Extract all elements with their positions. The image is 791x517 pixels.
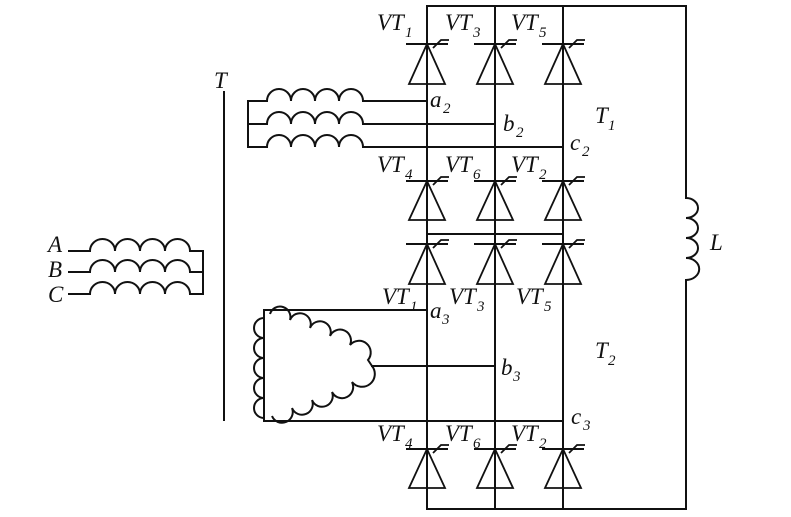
label-vt3-bridge2: VT 3 [449, 284, 485, 315]
svg-text:4: 4 [405, 436, 413, 452]
svg-text:VT: VT [449, 284, 478, 309]
secondary-winding-star [247, 88, 366, 148]
svg-text:c: c [570, 130, 580, 155]
node-label-c2: c 2 [570, 130, 590, 160]
thyristor-bridge2-upper-2 [474, 239, 517, 285]
label-vt1-bridge2: VT 1 [382, 284, 418, 315]
svg-text:a: a [430, 298, 442, 323]
svg-text:4: 4 [405, 167, 413, 183]
thyristor-bridge2-lower-2 [474, 444, 517, 489]
svg-text:VT: VT [445, 152, 474, 177]
primary-label-a: A [46, 232, 63, 257]
bus-wires [263, 5, 687, 510]
node-label-c3: c 3 [571, 404, 591, 434]
svg-text:1: 1 [410, 299, 418, 315]
thyristor-bridge1-lower-1 [406, 176, 449, 221]
transformer-label: T [214, 68, 229, 93]
svg-text:5: 5 [544, 299, 552, 315]
label-vt5-bridge1: VT 5 [511, 10, 547, 41]
svg-text:b: b [501, 355, 513, 380]
primary-label-c: C [48, 282, 64, 307]
transformer [68, 88, 376, 424]
svg-text:VT: VT [516, 284, 545, 309]
svg-text:VT: VT [382, 284, 411, 309]
svg-text:2: 2 [539, 167, 547, 183]
label-vt2-bridge2: VT 2 [511, 421, 547, 452]
thyristor-bridge2-lower-3 [542, 444, 585, 489]
primary-winding [68, 238, 204, 295]
node-label-a3: a 3 [430, 298, 450, 328]
svg-text:VT: VT [377, 10, 406, 35]
svg-text:VT: VT [511, 421, 540, 446]
svg-text:VT: VT [377, 152, 406, 177]
inductor [685, 197, 701, 281]
bridge1-label: T 1 [595, 103, 616, 134]
label-vt4-bridge1: VT 4 [377, 152, 413, 183]
svg-text:2: 2 [443, 101, 451, 117]
thyristor-bridge1-upper-1 [406, 39, 449, 85]
svg-text:VT: VT [445, 10, 474, 35]
thyristor-bridge2-upper-1 [406, 239, 449, 285]
svg-text:2: 2 [582, 144, 590, 160]
svg-text:T: T [595, 103, 610, 128]
svg-text:T: T [595, 338, 610, 363]
svg-text:2: 2 [608, 353, 616, 369]
svg-text:3: 3 [441, 312, 450, 328]
thyristor-bridge2-lower-1 [406, 444, 449, 489]
svg-text:3: 3 [582, 418, 591, 434]
svg-text:b: b [503, 111, 515, 136]
label-vt1-bridge1: VT 1 [377, 10, 413, 41]
svg-text:1: 1 [608, 118, 616, 134]
node-label-b2: b 2 [503, 111, 524, 141]
svg-text:6: 6 [473, 167, 481, 183]
label-vt4-bridge2: VT 4 [377, 421, 413, 452]
label-vt2-bridge1: VT 2 [511, 152, 547, 183]
primary-label-b: B [48, 257, 62, 282]
node-label-b3: b 3 [501, 355, 521, 385]
svg-text:2: 2 [539, 436, 547, 452]
thyristor-bridge1-upper-2 [474, 39, 517, 85]
inductor-label: L [709, 230, 723, 255]
svg-text:2: 2 [516, 125, 524, 141]
svg-text:3: 3 [476, 299, 485, 315]
thyristor-bridge2-upper-3 [542, 239, 585, 285]
label-vt6-bridge2: VT 6 [445, 421, 481, 452]
label-vt5-bridge2: VT 5 [516, 284, 552, 315]
label-vt3-bridge1: VT 3 [445, 10, 481, 41]
label-vt6-bridge1: VT 6 [445, 152, 481, 183]
thyristor-bridge1-upper-3 [542, 39, 585, 85]
svg-text:5: 5 [539, 25, 547, 41]
node-label-a2: a 2 [430, 87, 451, 117]
thyristor-bridge1-lower-3 [542, 176, 585, 221]
bridge2-label: T 2 [595, 338, 616, 369]
svg-text:6: 6 [473, 436, 481, 452]
svg-text:VT: VT [377, 421, 406, 446]
svg-text:c: c [571, 404, 581, 429]
labels: T A B C L T 1 T 2 a 2 b 2 c 2 a 3 [46, 10, 723, 452]
svg-text:VT: VT [511, 10, 540, 35]
svg-text:VT: VT [511, 152, 540, 177]
svg-text:VT: VT [445, 421, 474, 446]
svg-text:3: 3 [512, 369, 521, 385]
thyristor-bridge1-lower-2 [474, 176, 517, 221]
secondary-winding-delta [253, 305, 376, 424]
thyristor-group [406, 39, 585, 489]
svg-text:1: 1 [405, 25, 413, 41]
svg-text:3: 3 [472, 25, 481, 41]
svg-text:a: a [430, 87, 442, 112]
